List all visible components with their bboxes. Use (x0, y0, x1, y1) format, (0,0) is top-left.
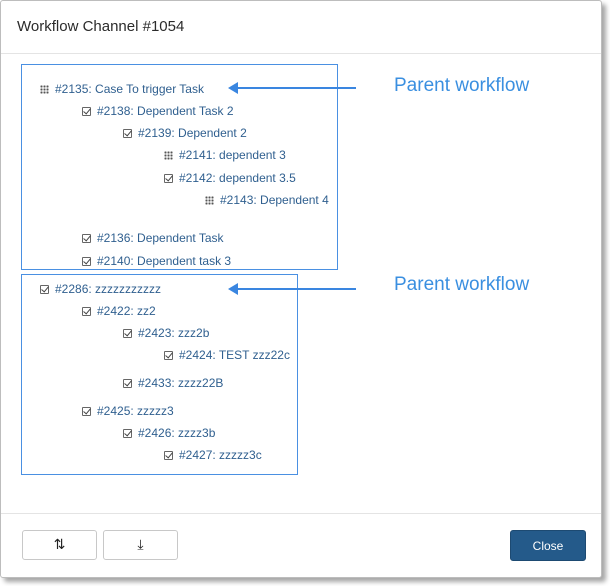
tree-node-label: #2425: zzzzz3 (97, 404, 174, 418)
checkbox-icon (123, 128, 132, 138)
tree-node[interactable]: #2427: zzzzz3c (164, 448, 262, 462)
sort-icon: ⇅ (53, 537, 66, 553)
checkbox-icon (82, 406, 91, 416)
tree-node[interactable]: #2139: Dependent 2 (123, 126, 247, 140)
checkbox-icon (164, 173, 173, 183)
tree-node-label: #2286: zzzzzzzzzzz (55, 282, 162, 296)
dialog-header: Workflow Channel #1054 (1, 1, 601, 54)
checkbox-icon (82, 306, 91, 316)
tree-node[interactable]: #2424: TEST zzz22c (164, 348, 290, 362)
tree-node-label: #2424: TEST zzz22c (179, 348, 290, 362)
tree-node-label: #2423: zzz2b (138, 326, 210, 340)
dialog-footer (1, 513, 601, 577)
checkbox-icon (123, 428, 132, 438)
grid-icon (40, 84, 49, 94)
sort-button[interactable]: ⇅ (22, 530, 97, 560)
tree-node-label: #2143: Dependent 4 (220, 193, 329, 207)
arrow-annotation (228, 283, 356, 295)
download-icon: ⤓ (137, 537, 144, 553)
tree-node-label: #2426: zzzz3b (138, 426, 216, 440)
checkbox-icon (40, 284, 49, 294)
tree-node[interactable]: #2135: Case To trigger Task (40, 82, 204, 96)
tree-node[interactable]: #2140: Dependent task 3 (82, 254, 231, 268)
checkbox-icon (164, 350, 173, 360)
tree-node[interactable]: #2433: zzzz22B (123, 376, 223, 390)
tree-node-label: #2422: zz2 (97, 304, 156, 318)
dialog-title: Workflow Channel #1054 (17, 18, 185, 35)
checkbox-icon (82, 233, 91, 243)
parent-workflow-label: Parent workflow (394, 274, 530, 295)
tree-node-label: #2136: Dependent Task (97, 231, 224, 245)
tree-node-label: #2433: zzzz22B (138, 376, 224, 390)
tree-node[interactable]: #2422: zz2 (82, 304, 156, 318)
tree-node[interactable]: #2141: dependent 3 (164, 148, 286, 162)
workflow-tree-1 (21, 64, 338, 270)
workflow-dialog: Workflow Channel #1054 #2135: Case To tr… (0, 0, 602, 578)
tree-node[interactable]: #2423: zzz2b (123, 326, 209, 340)
grid-icon (164, 150, 173, 160)
tree-node[interactable]: #2138: Dependent Task 2 (82, 104, 234, 118)
close-button[interactable]: Close (510, 530, 586, 561)
download-button[interactable]: ⤓ (103, 530, 178, 560)
tree-node-label: #2141: dependent 3 (179, 148, 286, 162)
grid-icon (205, 195, 214, 205)
tree-node[interactable]: #2426: zzzz3b (123, 426, 215, 440)
tree-node[interactable]: #2136: Dependent Task (82, 231, 224, 245)
checkbox-icon (82, 256, 91, 266)
arrow-annotation (228, 82, 356, 94)
tree-node[interactable]: #2143: Dependent 4 (205, 193, 329, 207)
tree-node-label: #2139: Dependent 2 (138, 126, 247, 140)
tree-node-label: #2140: Dependent task 3 (97, 254, 232, 268)
checkbox-icon (123, 378, 132, 388)
tree-node[interactable]: #2142: dependent 3.5 (164, 171, 296, 185)
tree-node-label: #2427: zzzzz3c (179, 448, 262, 462)
tree-node-label: #2138: Dependent Task 2 (97, 104, 234, 118)
checkbox-icon (82, 106, 91, 116)
checkbox-icon (123, 328, 132, 338)
tree-node[interactable]: #2286: zzzzzzzzzzz (40, 282, 161, 296)
tree-node-label: #2135: Case To trigger Task (55, 82, 204, 96)
tree-node-label: #2142: dependent 3.5 (179, 171, 296, 185)
tree-node[interactable]: #2425: zzzzz3 (82, 404, 174, 418)
parent-workflow-label: Parent workflow (394, 75, 530, 96)
workflow-tree-2 (21, 274, 298, 475)
checkbox-icon (164, 450, 173, 460)
